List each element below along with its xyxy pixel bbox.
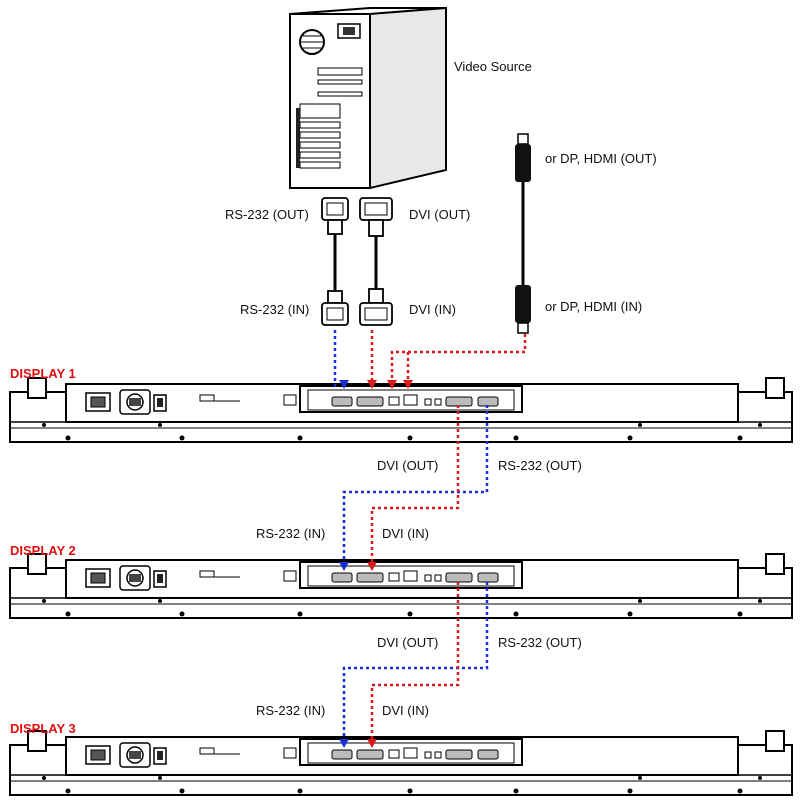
rs232-in-label-d3: RS-232 (IN) — [256, 703, 326, 718]
arrowheads — [339, 380, 413, 748]
display-2-panel — [9, 553, 793, 619]
display-3-panel — [9, 730, 793, 796]
rs232-line-d1-d2 — [342, 405, 489, 568]
rs232-in-label-d2: RS-232 (IN) — [256, 526, 326, 541]
rs232-out-label-source: RS-232 (OUT) — [225, 207, 309, 222]
computer-tower-icon — [289, 6, 447, 190]
display-3-label: DISPLAY 3 — [10, 721, 76, 736]
hdmi-line-source — [390, 334, 527, 388]
dvi-in-label-source: DVI (IN) — [409, 302, 456, 317]
rs232-cable-icon — [321, 197, 349, 326]
dvi-out-label-source: DVI (OUT) — [409, 207, 471, 222]
dvi-in-label-d2: DVI (IN) — [382, 526, 429, 541]
dp-hdmi-in-label: or DP, HDMI (IN) — [545, 299, 643, 314]
dvi-cable-icon — [359, 197, 393, 326]
dvi-out-label-d2: DVI (OUT) — [377, 635, 439, 650]
dvi-in-label-d3: DVI (IN) — [382, 703, 429, 718]
dvi-line-d1-d2 — [370, 405, 460, 568]
video-source-label: Video Source — [454, 59, 532, 74]
rs232-line-d2-d3 — [342, 582, 489, 745]
hdmi-cable-icon — [515, 133, 531, 334]
display-2-label: DISPLAY 2 — [10, 543, 76, 558]
dvi-out-label-d1: DVI (OUT) — [377, 458, 439, 473]
display-1-label: DISPLAY 1 — [10, 366, 76, 381]
display-1-panel — [9, 377, 793, 443]
dvi-line-d2-d3 — [370, 582, 460, 745]
rs232-in-label-source: RS-232 (IN) — [240, 302, 310, 317]
rs232-out-label-d2: RS-232 (OUT) — [498, 635, 582, 650]
dp-hdmi-out-label: or DP, HDMI (OUT) — [545, 151, 657, 166]
rs232-out-label-d1: RS-232 (OUT) — [498, 458, 582, 473]
